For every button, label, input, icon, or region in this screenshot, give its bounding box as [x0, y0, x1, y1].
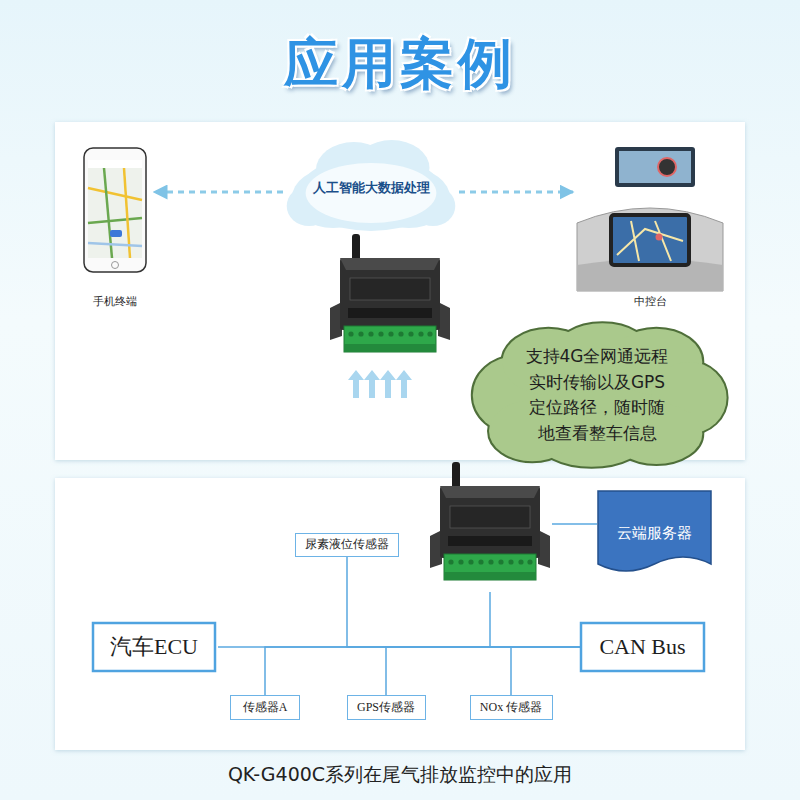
phone-outline: [84, 148, 146, 272]
phone-outline: [112, 262, 119, 269]
rect-outline: [347, 696, 425, 720]
big-outline: [581, 623, 704, 671]
bus-box: CAN Bus: [580, 622, 705, 672]
sensor-box: 传感器A: [230, 695, 300, 720]
device-illustration: [330, 234, 450, 352]
node-label: 人工智能大数据处理: [313, 180, 430, 197]
dash-outline: [656, 234, 663, 241]
upload-arrows: [364, 370, 380, 398]
server-node: 云端服务器: [597, 490, 712, 578]
dash-outline: [615, 147, 695, 187]
rect-outline: [296, 534, 399, 557]
device-wires: [489, 592, 491, 647]
phone-outline: [88, 218, 142, 223]
dash-outline: [577, 208, 723, 291]
device-illustration: [330, 234, 450, 352]
doc-outline: [598, 491, 711, 571]
dashboard-node: 中控台: [575, 145, 725, 311]
phone-outline: [88, 243, 142, 246]
node-label: 汽车ECU: [110, 633, 198, 662]
node-label: 中控台: [634, 295, 667, 309]
sensor-box: 尿素液位传感器: [295, 533, 399, 557]
bus-box: 汽车ECU: [92, 622, 216, 672]
upload-arrows: [396, 370, 412, 398]
big-outline: [93, 623, 215, 671]
node-label: GPS传感器: [357, 700, 415, 716]
green-outline: [473, 323, 727, 467]
figure-caption: QK-G400C系列在尾气排放监控中的应用: [0, 762, 800, 788]
device-illustration: [430, 462, 550, 580]
sensor-box: GPS传感器: [347, 695, 426, 720]
bus-wire: [386, 647, 580, 695]
device-illustration: [430, 462, 550, 580]
dash-outline: [577, 147, 723, 291]
rect-outline: [470, 696, 552, 720]
phone-outline: [88, 160, 142, 258]
node-label: 尿素液位传感器: [305, 537, 389, 553]
cloud-node: 人工智能大数据处理: [285, 138, 457, 238]
data-flow-arrow: [459, 191, 573, 194]
dash-outline: [658, 158, 676, 176]
phone-node: 手机终端: [78, 146, 152, 311]
phone-outline: [84, 148, 146, 272]
bus-wire: [347, 557, 580, 647]
callout-cloud: 支持4G全网通远程 实时传输以及GPS 定位路径，随时随 地查看整车信息: [462, 326, 732, 464]
page-title: 应用案例: [0, 28, 800, 101]
node-label: NOx 传感器: [480, 700, 542, 716]
phone-outline: [88, 188, 142, 200]
dash-outline: [611, 215, 689, 265]
dash-outline: [617, 221, 683, 261]
bottom-panel: [55, 478, 745, 750]
rect-outline: [231, 696, 300, 720]
node-label: CAN Bus: [599, 633, 685, 662]
node-label: 云端服务器: [617, 524, 692, 544]
phone-outline: [78, 146, 152, 311]
node-label: 支持4G全网通远程 实时传输以及GPS 定位路径，随时随 地查看整车信息: [522, 344, 672, 446]
bus-wire: [511, 647, 580, 695]
node-label: 传感器A: [243, 700, 288, 716]
phone-outline: [88, 160, 142, 168]
upload-arrows: [380, 370, 396, 398]
green-outline: [473, 323, 727, 467]
upload-arrows: [348, 370, 412, 398]
sensor-box: NOx 传感器: [470, 695, 553, 720]
bus-wire: [265, 647, 580, 695]
phone-outline: [110, 230, 122, 237]
device-wires: [552, 523, 597, 525]
top-panel: [55, 122, 745, 460]
data-flow-arrow: [154, 191, 283, 194]
dash-outline: [575, 145, 725, 311]
node-label: 手机终端: [93, 295, 137, 309]
cloud-outline: [306, 163, 437, 223]
upload-arrows: [348, 370, 364, 398]
dash-outline: [619, 151, 691, 183]
